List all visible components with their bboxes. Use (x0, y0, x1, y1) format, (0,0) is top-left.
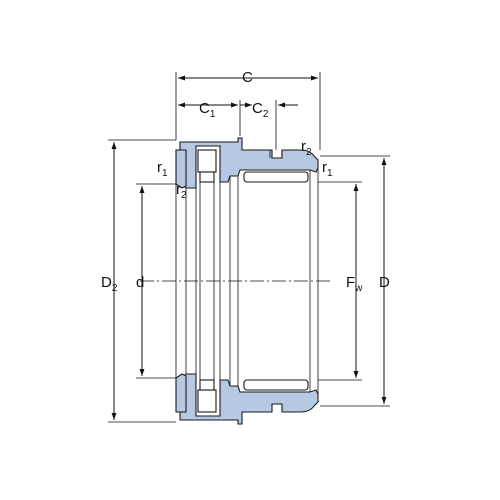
label-C1: C1 (199, 100, 216, 120)
left-cage-top (199, 171, 215, 183)
dimension-labels: C C1 C2 r1 r2 r2 r1 D2 d Fw D (101, 69, 390, 294)
left-roller-bottom (197, 389, 217, 413)
needle-roller-top (243, 171, 309, 183)
label-r2-right: r2 (301, 138, 312, 158)
label-C2: C2 (252, 100, 269, 120)
bearing-section-bottom (175, 373, 319, 425)
label-D2: D2 (101, 274, 118, 294)
label-r1-left: r1 (157, 159, 168, 179)
label-r1-right: r1 (322, 159, 333, 179)
label-D: D (379, 274, 390, 291)
outer-ring-top (179, 137, 319, 189)
left-roller-top (197, 149, 217, 173)
label-r2-left: r2 (176, 181, 187, 201)
needle-roller-bottom (243, 379, 309, 391)
label-C: C (242, 69, 253, 86)
label-d: d (136, 274, 144, 291)
bearing-section-top (175, 137, 319, 189)
left-cage-bottom (199, 379, 215, 391)
inner-ring-top (175, 149, 187, 189)
outer-ring-bottom (179, 373, 319, 425)
inner-ring-bottom (175, 373, 187, 413)
lube-groove-top (269, 150, 283, 158)
dimension-lines (108, 72, 390, 423)
label-Fw: Fw (346, 274, 363, 294)
